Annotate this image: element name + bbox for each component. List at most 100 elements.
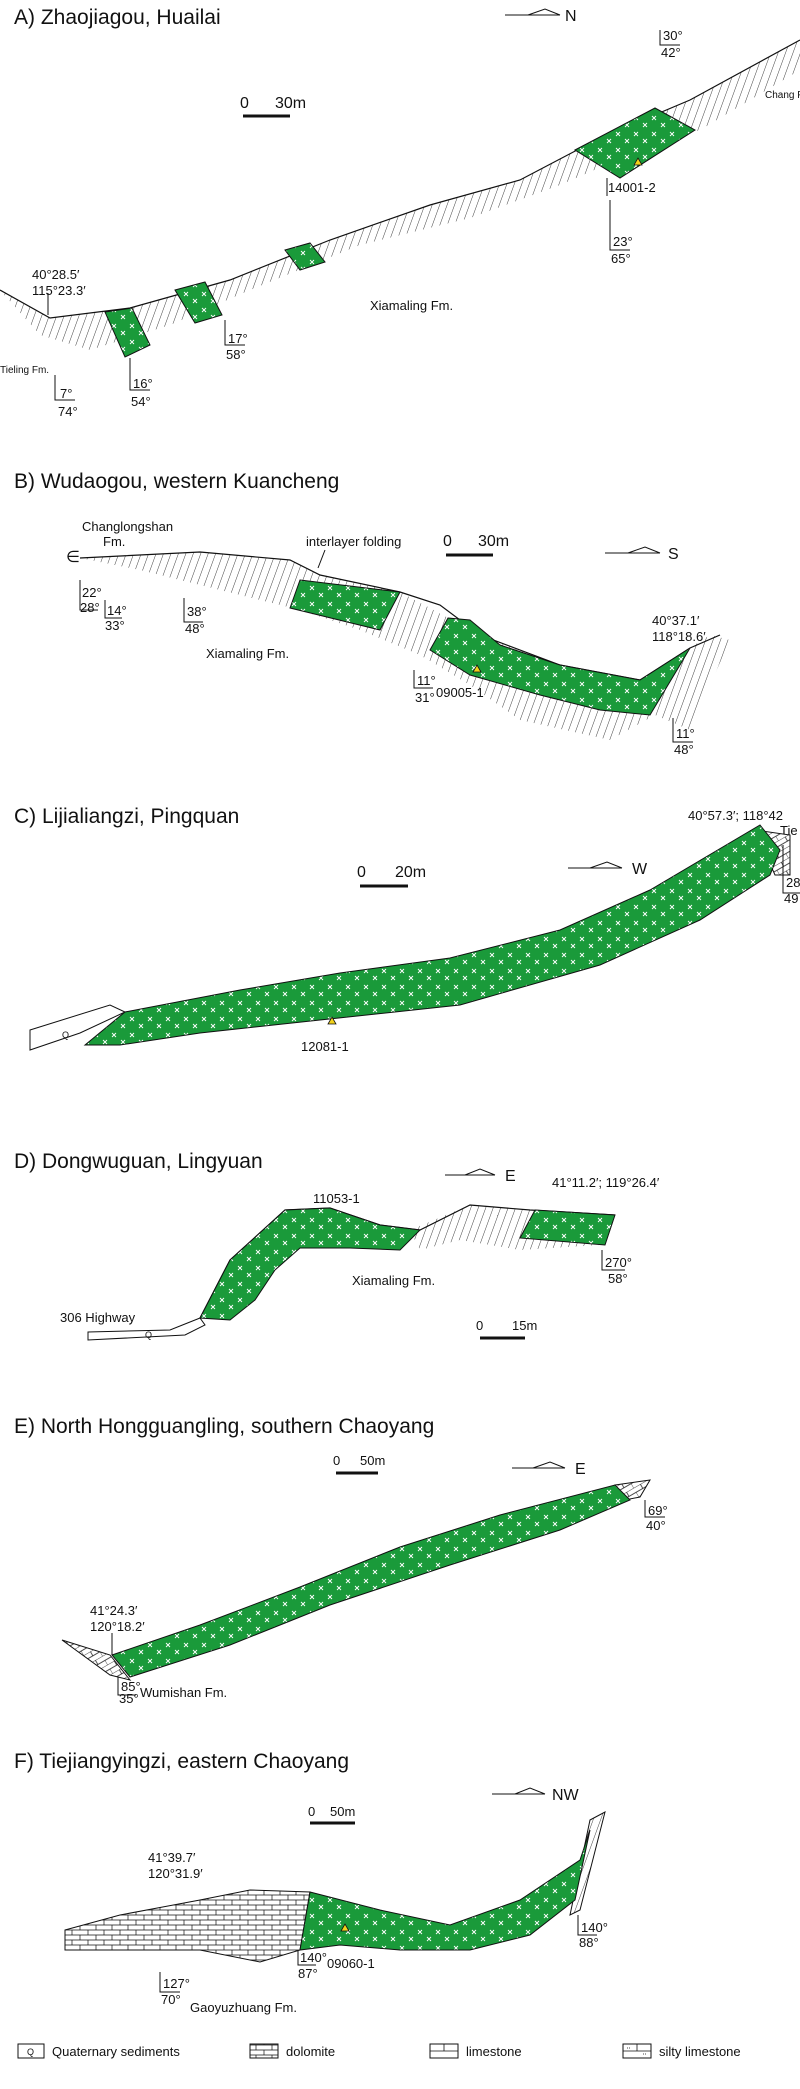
panel-b-section: S 0 30m Changlongshan Fm. ∈ interlayer f… (66, 519, 730, 757)
north-label: E (575, 1461, 586, 1478)
sill-body (299, 1829, 591, 1951)
attitude-2: 140° 87° (297, 1950, 327, 1981)
svg-text:30°: 30° (663, 28, 683, 43)
svg-text:54°: 54° (131, 394, 151, 409)
formation-label-right: Chang Fm. (765, 90, 800, 101)
coord-label: 40°57.3′; 118°42 (688, 808, 783, 823)
panel-b: B) Wudaogou, western Kuancheng S 0 30m C… (0, 470, 800, 770)
sample-label: 09060-1 (327, 1956, 375, 1971)
road-label: 306 Highway (60, 1310, 136, 1325)
scale-zero: 0 (357, 864, 366, 881)
folding-label: interlayer folding (306, 534, 401, 549)
attitude-4: 11° 31° (413, 670, 436, 705)
sill-body (573, 107, 696, 179)
scale-zero: 0 (476, 1318, 483, 1333)
scale-label: 20m (395, 864, 426, 881)
strata-hatching (0, 40, 800, 350)
svg-text:85°: 85° (121, 1679, 141, 1694)
attitude-1: 28 49 (782, 845, 800, 906)
attitude-2: 14° 33° (104, 600, 127, 633)
svg-text:87°: 87° (298, 1966, 318, 1981)
quaternary-label: Q (145, 1330, 152, 1340)
sill-body (429, 617, 691, 716)
svg-text:31°: 31° (415, 690, 435, 705)
attitude-1: 22° 28° (79, 580, 102, 615)
scale-label: 50m (360, 1453, 385, 1468)
formation-label: Xiamaling Fm. (370, 298, 453, 313)
north-label: W (632, 861, 648, 878)
attitude-3: 17° 58° (224, 320, 248, 362)
panel-e: E) North Hongguangling, southern Chaoyan… (0, 1415, 800, 1706)
north-label: N (565, 8, 577, 25)
sample-label: 11053-1 (313, 1191, 360, 1206)
svg-text:33°: 33° (105, 618, 125, 633)
north-arrow-icon (568, 861, 623, 869)
panel-d-section: E 41°11.2′; 119°26.4′ 11053-1 Q 306 High… (60, 1168, 660, 1341)
svg-text:35°: 35° (119, 1691, 139, 1706)
legend-label-quaternary: Quaternary sediments (52, 2044, 180, 2059)
scale-zero: 0 (333, 1453, 340, 1468)
scale-zero: 0 (240, 95, 249, 112)
scale-zero: 0 (308, 1804, 315, 1819)
cambrian-symbol: ∈ (66, 549, 80, 566)
svg-text:22°: 22° (82, 585, 102, 600)
north-arrow-icon (512, 1461, 566, 1469)
sill-body (174, 281, 223, 324)
coord-lat: 40°37.1′ (652, 613, 700, 628)
panel-c-title: C) Lijialiangzi, Pingquan (14, 805, 240, 828)
legend-symbol-dolomite (249, 2043, 279, 2059)
legend: Q Quaternary sediments dolomite limeston… (0, 2030, 800, 2080)
svg-text:48°: 48° (185, 621, 205, 636)
legend-label-dolomite: dolomite (286, 2044, 335, 2059)
north-arrow-icon (605, 546, 661, 554)
attitude-4: 23° 65° (609, 200, 633, 266)
attitude-1: 85° 35° (117, 1677, 141, 1706)
north-label: E (505, 1168, 516, 1185)
scale-label: 30m (478, 533, 509, 550)
svg-text:11°: 11° (676, 726, 695, 741)
attitude-3: 38° 48° (183, 598, 207, 636)
sill-body (199, 1207, 422, 1321)
formation-label: Xiamaling Fm. (352, 1273, 435, 1288)
sill-body (519, 1209, 616, 1246)
svg-text:140°: 140° (581, 1920, 608, 1935)
formation-label: Wumishan Fm. (140, 1685, 227, 1700)
strata-hatching (61, 1639, 132, 1681)
panel-e-title: E) North Hongguangling, southern Chaoyan… (14, 1415, 435, 1438)
svg-text:127°: 127° (163, 1976, 190, 1991)
north-arrow-icon (445, 1168, 496, 1176)
panel-d-title: D) Dongwuguan, Lingyuan (14, 1150, 263, 1173)
north-arrow-icon (492, 1787, 546, 1795)
svg-text:17°: 17° (228, 331, 248, 346)
sample-marker-icon (340, 1923, 350, 1932)
svg-text:11°: 11° (417, 673, 436, 688)
svg-text:48°: 48° (674, 742, 694, 757)
coord-lon: 115°23.3′ (32, 283, 86, 298)
quaternary-label: Q (62, 1030, 69, 1040)
svg-text:28°: 28° (80, 600, 100, 615)
coord-lon: 118°18.6′ (652, 629, 706, 644)
topography-line (0, 39, 800, 319)
sample-marker-icon (633, 157, 643, 166)
coord-lon: 120°31.9′ (148, 1866, 203, 1881)
north-label: NW (552, 1787, 580, 1804)
panel-e-section: 0 50m E 41°24.3′ 120°18.2′ Wumishan Fm. … (61, 1453, 668, 1706)
attitude-1: 127° 70° (159, 1972, 190, 2007)
svg-text:40°: 40° (646, 1518, 666, 1533)
scale-label: 30m (275, 95, 306, 112)
legend-symbol-quaternary (17, 2043, 45, 2059)
formation-label-top: Changlongshan (82, 519, 173, 534)
panel-f-title: F) Tiejiangyingzi, eastern Chaoyang (14, 1750, 350, 1773)
sill-body (284, 242, 326, 271)
quaternary-deposit (87, 1317, 206, 1341)
attitude-1: 7° 74° (54, 375, 78, 419)
sample-label: 12081-1 (301, 1039, 349, 1054)
sample-label: 14001-2 (608, 180, 656, 195)
scale-label: 50m (330, 1804, 355, 1819)
formation-label: Gaoyuzhuang Fm. (190, 2000, 297, 2015)
scale-label: 15m (512, 1318, 537, 1333)
north-label: S (668, 546, 679, 563)
sample-marker-icon (472, 664, 482, 673)
panel-f-section: NW 0 50m 09060-1 41°39.7′ 120°31.9′ Gaoy… (64, 1787, 608, 2015)
attitude-2: 16° 54° (129, 358, 153, 409)
